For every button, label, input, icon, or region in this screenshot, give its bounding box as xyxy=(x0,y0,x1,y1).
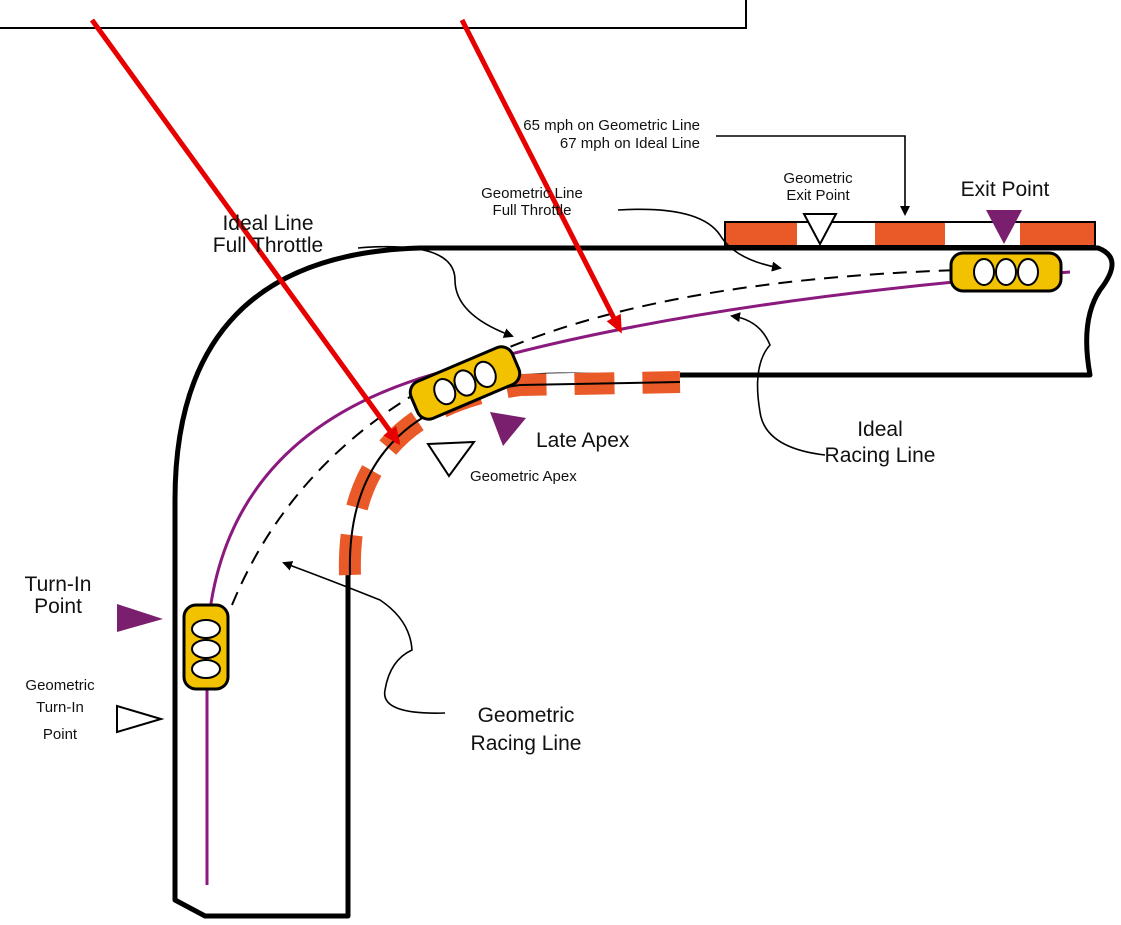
geometric-exit-label-2: Exit Point xyxy=(786,187,850,204)
exit-point-marker xyxy=(986,210,1022,244)
speed-ideal-label: 67 mph on Ideal Line xyxy=(560,135,700,152)
geometric-racing-label-2: Racing Line xyxy=(471,732,582,755)
turn-in-label-1: Turn-In xyxy=(25,573,92,596)
geometric-racing-label-1: Geometric xyxy=(478,704,575,727)
car-turn-in xyxy=(182,603,230,691)
ideal-full-throttle-label-1: Ideal Line xyxy=(222,212,313,235)
geo-full-throttle-label-2: Full Throttle xyxy=(493,202,572,219)
track-outline xyxy=(172,245,1115,919)
exit-point-label: Exit Point xyxy=(961,178,1050,201)
ideal-racing-label-1: Ideal xyxy=(857,418,903,441)
late-apex-marker xyxy=(490,412,526,446)
speed-leader xyxy=(716,135,910,216)
geometric-apex-marker xyxy=(426,440,477,478)
ideal-full-throttle-label-2: Full Throttle xyxy=(213,234,324,257)
turn-in-label-2: Point xyxy=(34,595,82,618)
late-apex-label: Late Apex xyxy=(536,429,630,452)
caption-box xyxy=(0,0,747,29)
geometric-exit-marker xyxy=(802,213,838,247)
geo-racing-leader xyxy=(282,561,446,714)
ideal-full-throttle-leader xyxy=(357,245,514,338)
speed-geometric-label: 65 mph on Geometric Line xyxy=(523,117,700,134)
geometric-turn-in-marker xyxy=(116,704,165,734)
geometric-racing-line xyxy=(231,269,961,606)
ideal-racing-label-2: Racing Line xyxy=(825,444,936,467)
geo-turn-in-label-1: Geometric xyxy=(25,677,95,694)
red-arrow-left xyxy=(89,18,401,446)
car-exit xyxy=(949,251,1063,293)
car-apex xyxy=(408,345,522,421)
red-arrow-right xyxy=(459,18,623,334)
geo-full-throttle-leader xyxy=(617,208,782,272)
turn-in-marker xyxy=(117,604,163,632)
geo-turn-in-label-2: Turn-In xyxy=(36,699,84,716)
geometric-exit-label-1: Geometric xyxy=(783,170,853,187)
geometric-apex-label: Geometric Apex xyxy=(470,468,577,485)
outer-curbing xyxy=(724,221,1096,247)
geo-full-throttle-label-1: Geometric Line xyxy=(481,185,583,202)
ideal-racing-leader xyxy=(730,312,826,456)
geo-turn-in-label-3: Point xyxy=(43,726,78,743)
